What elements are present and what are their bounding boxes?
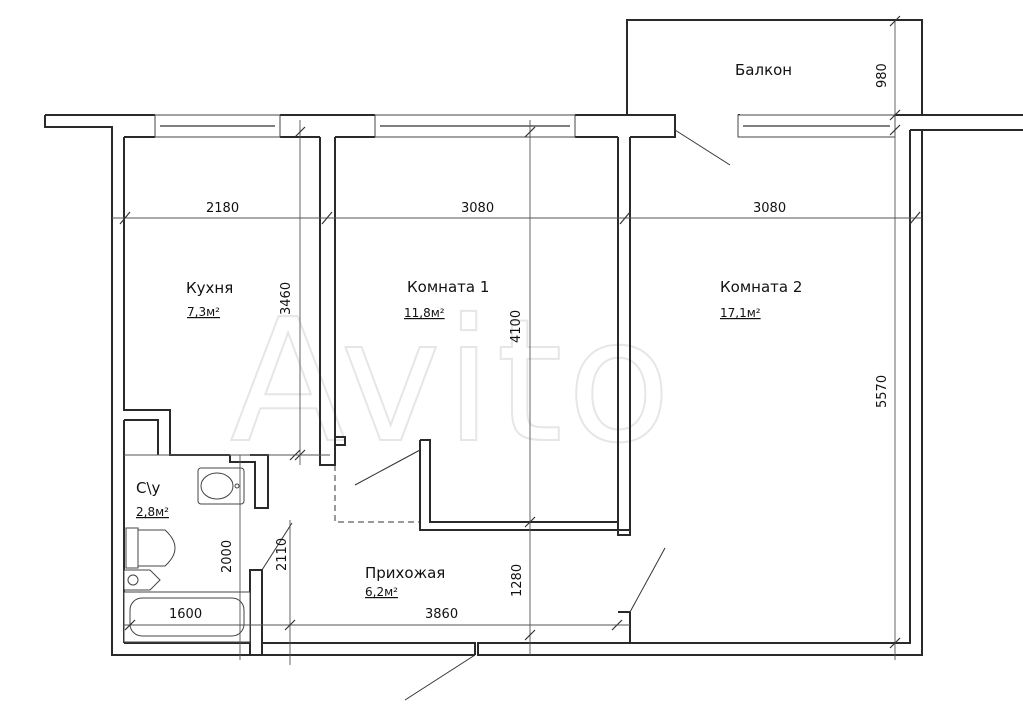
room-labels: Балкон Кухня 7,3м² Комната 1 11,8м² Комн…: [136, 61, 802, 599]
dim-corridor-height: 2110: [275, 538, 290, 571]
dim-room2-depth: 5570: [875, 375, 890, 408]
room2-area: 17,1м²: [720, 306, 761, 320]
balcony-label: Балкон: [735, 61, 792, 79]
toilet-icon: [125, 527, 139, 569]
interior-walls: [124, 137, 631, 613]
dim-balcony-depth: 980: [875, 63, 890, 88]
watermark-text: Avito: [230, 283, 675, 481]
room1-label: Комната 1: [407, 278, 489, 296]
dim-room2-width: 3080: [753, 201, 786, 216]
bathroom-fixtures: [123, 467, 251, 643]
dim-hallway-depth: 1280: [510, 564, 525, 597]
windows: [154, 114, 896, 138]
exterior-walls: [44, 114, 1023, 656]
room2-label: Комната 2: [720, 278, 802, 296]
dim-bath-height: 2000: [220, 540, 235, 573]
kitchen-label: Кухня: [186, 279, 233, 297]
dim-kitchen-depth: 3460: [279, 282, 294, 315]
doors: [261, 129, 731, 701]
dim-room1-depth: 4100: [509, 310, 524, 343]
hallway-label: Прихожая: [365, 564, 445, 582]
dimension-lines: [112, 15, 922, 665]
bathroom-area: 2,8м²: [136, 505, 169, 519]
kitchen-area: 7,3м²: [187, 305, 220, 319]
dim-kitchen-width: 2180: [206, 201, 239, 216]
balcony: [626, 19, 923, 115]
dimension-labels: 2180 3080 3080 3460 4100 5570 980 2000 2…: [169, 63, 890, 622]
dim-room1-width: 3080: [461, 201, 494, 216]
dim-hallway-width: 3860: [425, 607, 458, 622]
room1-area: 11,8м²: [404, 306, 445, 320]
dim-bath-width: 1600: [169, 607, 202, 622]
bathroom-label: С\у: [136, 479, 161, 497]
hallway-area: 6,2м²: [365, 585, 398, 599]
